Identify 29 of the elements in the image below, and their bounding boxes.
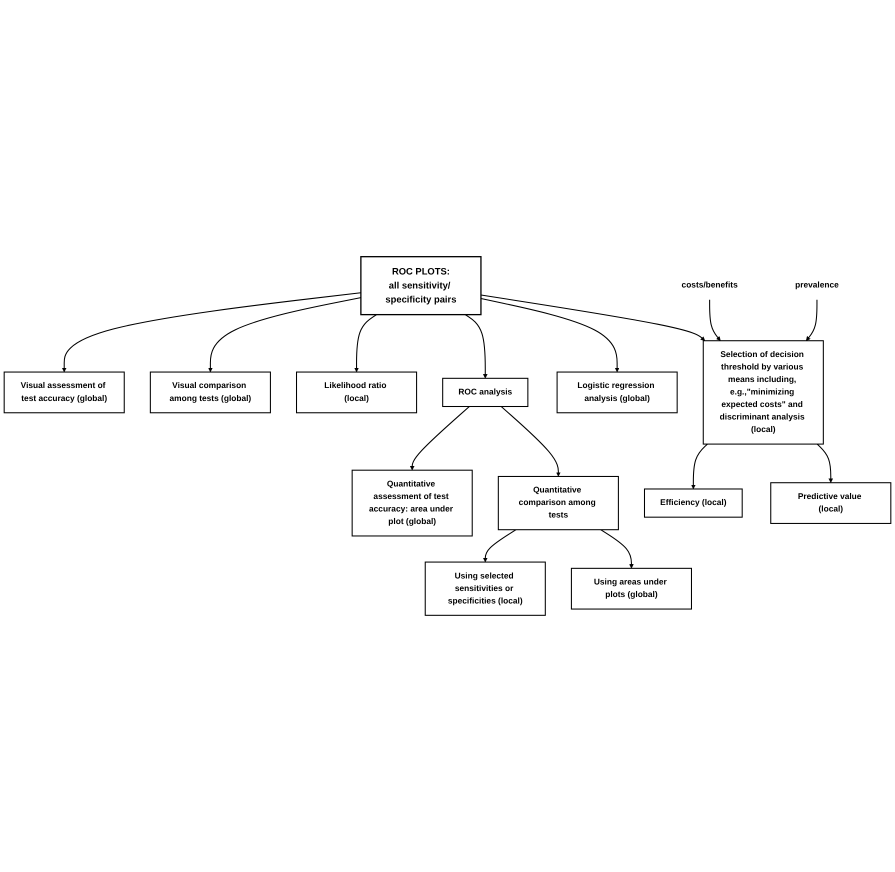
arrow — [62, 292, 361, 372]
arrow — [816, 444, 834, 483]
node-box: Using selected sensitivities or specificities (local) — [424, 562, 546, 616]
node-box: Using areas under plots (global) — [570, 568, 692, 610]
arrow — [691, 444, 708, 490]
arrow — [482, 529, 516, 562]
node-box: ROC PLOTS: all sensitivity/ specificity pairs — [360, 256, 482, 316]
node-box: Likelihood ratio (local) — [296, 372, 418, 414]
arrow — [500, 406, 561, 477]
node-text: prevalence — [795, 280, 839, 290]
arrow — [410, 406, 470, 470]
arrow — [208, 297, 361, 372]
node-box: Visual comparison among tests (global) — [150, 372, 271, 414]
node-box: Logistic regression analysis (global) — [556, 372, 678, 414]
node-box: Visual assessment of test accuracy (global) — [4, 372, 125, 414]
arrow — [480, 294, 706, 341]
node-box: ROC analysis — [442, 378, 528, 408]
arrow — [354, 314, 377, 372]
arrow — [600, 529, 634, 569]
arrow — [465, 314, 488, 379]
node-box: Quantitative comparison among tests — [498, 476, 619, 530]
node-text: costs/benefits — [682, 280, 738, 290]
node-box: Selection of decision threshold by various means including, e.g.,"minimizing expected costs" and discriminant analysis (local) — [702, 340, 824, 445]
node-box: Efficiency (local) — [644, 488, 743, 518]
arrow — [806, 300, 818, 341]
node-box: Quantitative assessment of test accuracy: area under plot (global) — [352, 470, 473, 536]
node-box: Predictive value (local) — [770, 482, 892, 524]
arrow — [709, 300, 721, 341]
arrow — [480, 298, 620, 372]
